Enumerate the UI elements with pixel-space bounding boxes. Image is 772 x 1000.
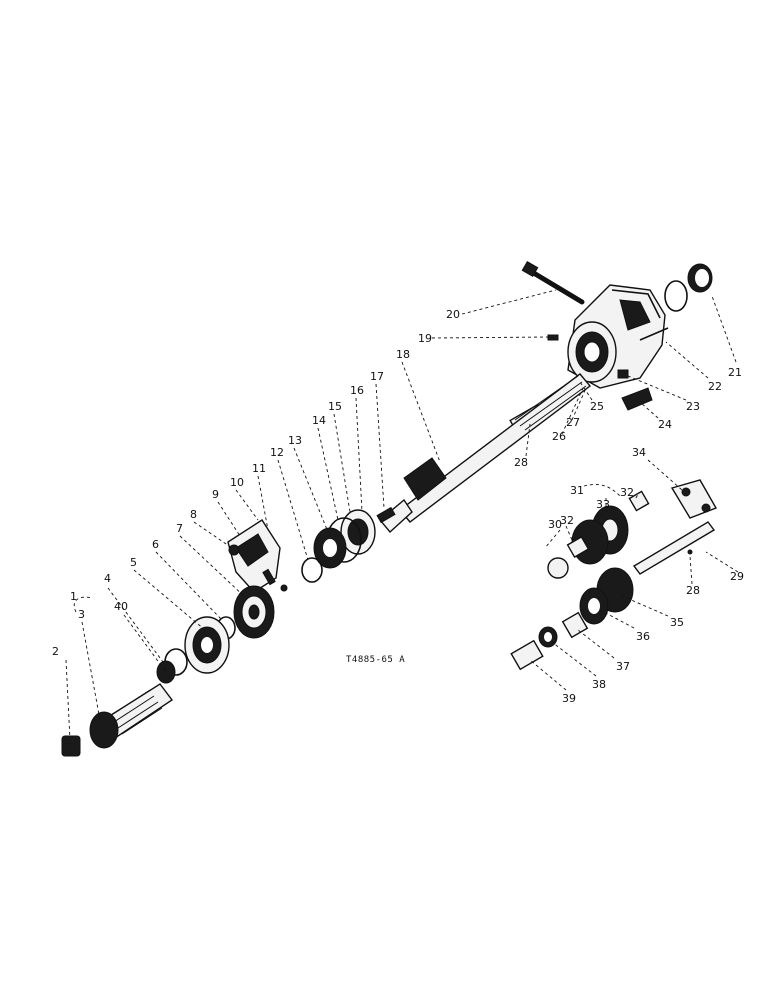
callout-11: 11 <box>252 462 266 475</box>
callout-8: 8 <box>190 508 197 521</box>
callout-29: 29 <box>730 570 744 583</box>
part-plate-34 <box>670 479 718 519</box>
callout-17: 17 <box>370 370 384 383</box>
callout-labels: 1 2 3 4 40 5 6 7 8 9 10 11 12 13 14 15 1… <box>52 308 744 705</box>
callout-35: 35 <box>670 616 684 629</box>
callout-9: 9 <box>212 488 219 501</box>
part-gear-7 <box>233 585 275 639</box>
callout-18: 18 <box>396 348 410 361</box>
callout-32-bottom: 32 <box>560 514 574 527</box>
callout-39: 39 <box>562 692 576 705</box>
part-housing-22 <box>567 284 669 389</box>
callout-23: 23 <box>686 400 700 413</box>
figure-code: T4885-65 A <box>346 655 405 665</box>
callout-28-right: 28 <box>686 584 700 597</box>
part-pin-29 <box>687 549 693 555</box>
callout-30: 30 <box>548 518 562 531</box>
callout-27: 27 <box>566 416 580 429</box>
part-bracket-24 <box>621 387 653 411</box>
callout-14: 14 <box>312 414 326 427</box>
parts-drawings <box>61 260 718 757</box>
callout-37: 37 <box>616 660 630 673</box>
part-cluster-gears <box>510 490 650 671</box>
callout-24: 24 <box>658 418 672 431</box>
part-snapring-12 <box>301 557 323 583</box>
callout-25: 25 <box>590 400 604 413</box>
callout-10: 10 <box>230 476 244 489</box>
callout-21: 21 <box>728 366 742 379</box>
callout-38: 38 <box>592 678 606 691</box>
callout-28-left: 28 <box>514 456 528 469</box>
callout-4: 4 <box>104 572 111 585</box>
callout-20: 20 <box>446 308 460 321</box>
callout-31: 31 <box>570 484 584 497</box>
part-fork-8-11 <box>227 519 288 593</box>
part-plate-hole <box>681 487 691 497</box>
callout-16: 16 <box>350 384 364 397</box>
part-plate-hole <box>701 503 711 513</box>
callout-32-top: 32 <box>620 486 634 499</box>
callout-13: 13 <box>288 434 302 447</box>
callout-33: 33 <box>596 498 610 511</box>
callout-22: 22 <box>708 380 722 393</box>
callout-1: 1 <box>70 590 77 603</box>
part-pin-17 <box>376 506 396 524</box>
callout-36: 36 <box>636 630 650 643</box>
part-shaft-28-right <box>632 521 716 575</box>
leader-lines <box>65 289 739 741</box>
callout-3: 3 <box>78 608 85 621</box>
callout-12: 12 <box>270 446 284 459</box>
callout-2: 2 <box>52 645 59 658</box>
callout-19: 19 <box>418 332 432 345</box>
callout-7: 7 <box>176 522 183 535</box>
part-seal-21 <box>664 263 713 312</box>
part-inputshaft-3 <box>89 683 174 749</box>
callout-15: 15 <box>328 400 342 413</box>
callout-6: 6 <box>152 538 159 551</box>
callout-5: 5 <box>130 556 137 569</box>
part-shaft-18 <box>379 373 592 534</box>
part-ring-40 <box>156 660 176 684</box>
callout-40: 40 <box>114 600 128 613</box>
callout-26: 26 <box>552 430 566 443</box>
part-bearing-5 <box>184 616 230 674</box>
part-plug-23 <box>617 369 629 379</box>
callout-34: 34 <box>632 446 646 459</box>
part-bolt-20 <box>521 260 585 305</box>
part-bearing-13-16 <box>313 509 376 569</box>
part-stud-19 <box>547 334 559 341</box>
part-bushing-2 <box>61 735 81 757</box>
